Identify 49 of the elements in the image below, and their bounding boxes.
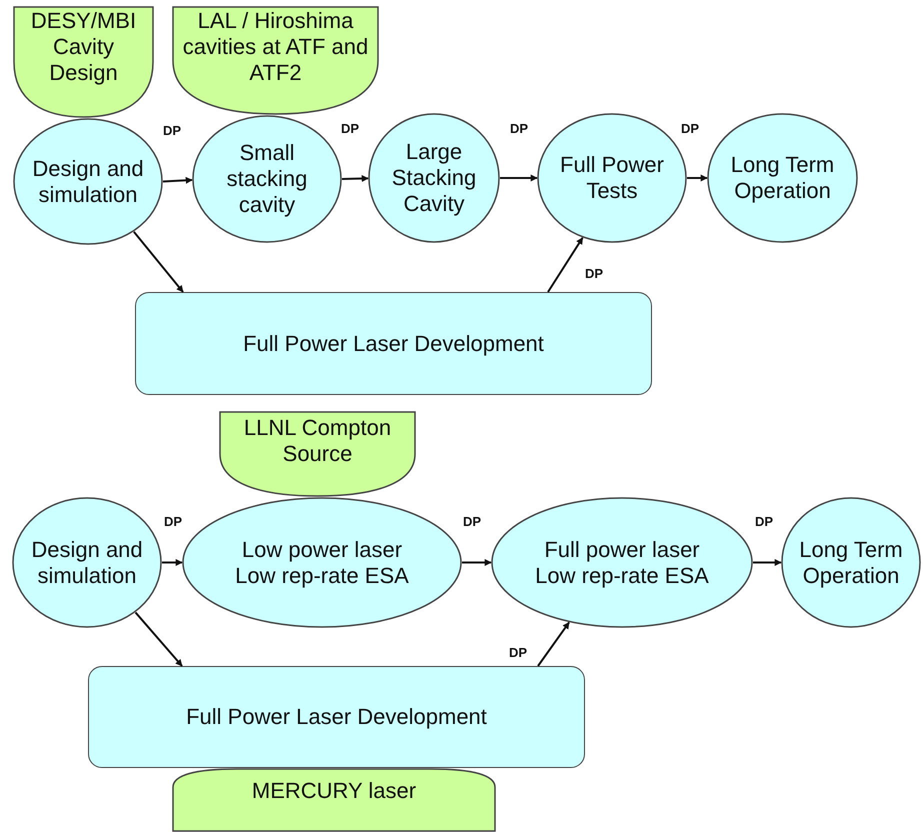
process-box bbox=[135, 292, 652, 395]
arrow bbox=[162, 176, 193, 184]
arrow bbox=[500, 174, 538, 182]
decision-point-label: DP bbox=[164, 514, 182, 529]
process-ellipse bbox=[368, 113, 500, 243]
decision-point-label: DP bbox=[163, 123, 182, 138]
process-ellipse bbox=[12, 497, 162, 628]
node-label: Small stacking cavity bbox=[226, 140, 308, 218]
decision-point-label: DP bbox=[681, 121, 700, 136]
arrow bbox=[462, 559, 492, 566]
process-ellipse bbox=[491, 497, 753, 628]
tab-shape bbox=[172, 768, 496, 832]
node-label: Long Term Operation bbox=[798, 536, 904, 588]
arrow bbox=[687, 174, 708, 182]
node-label: Large Stacking Cavity bbox=[390, 139, 478, 217]
decision-point-label: DP bbox=[463, 514, 482, 529]
process-ellipse bbox=[781, 497, 921, 628]
arrow bbox=[547, 237, 584, 293]
node-label: Full Power Laser Development bbox=[185, 704, 488, 730]
node-label: Low power laser Low rep-rate ESA bbox=[234, 536, 410, 588]
node-label: Full power laser Low rep-rate ESA bbox=[534, 536, 710, 588]
node-label: LLNL Compton Source bbox=[242, 415, 392, 468]
process-box bbox=[88, 666, 585, 768]
decision-point-label: DP bbox=[510, 121, 528, 136]
tab-shape bbox=[13, 6, 154, 118]
decision-point-label: DP bbox=[585, 266, 604, 281]
process-ellipse bbox=[182, 497, 462, 628]
decision-point-label: DP bbox=[755, 514, 774, 529]
arrow bbox=[753, 559, 782, 566]
node-label: Long Term Operation bbox=[730, 152, 836, 204]
node-label: DESY/MBI Cavity Design bbox=[30, 8, 138, 87]
process-ellipse bbox=[192, 115, 342, 243]
node-label: Design and simulation bbox=[30, 536, 144, 588]
arrow bbox=[134, 612, 183, 667]
decision-point-label: DP bbox=[341, 121, 360, 136]
arrow bbox=[537, 622, 570, 667]
tab-shape bbox=[172, 6, 379, 115]
arrow bbox=[133, 231, 184, 293]
node-label: Full Power Tests bbox=[559, 152, 665, 204]
tab-shape bbox=[219, 411, 416, 497]
decision-point-label: DP bbox=[509, 645, 528, 660]
node-label: Design and simulation bbox=[31, 156, 145, 208]
node-label: MERCURY laser bbox=[250, 778, 418, 805]
node-label: Full Power Laser Development bbox=[242, 330, 545, 356]
process-ellipse bbox=[13, 118, 163, 245]
node-label: LAL / Hiroshima cavities at ATF and ATF2 bbox=[182, 8, 370, 87]
arrow bbox=[342, 175, 369, 182]
arrow bbox=[162, 559, 183, 566]
process-ellipse bbox=[707, 113, 858, 243]
